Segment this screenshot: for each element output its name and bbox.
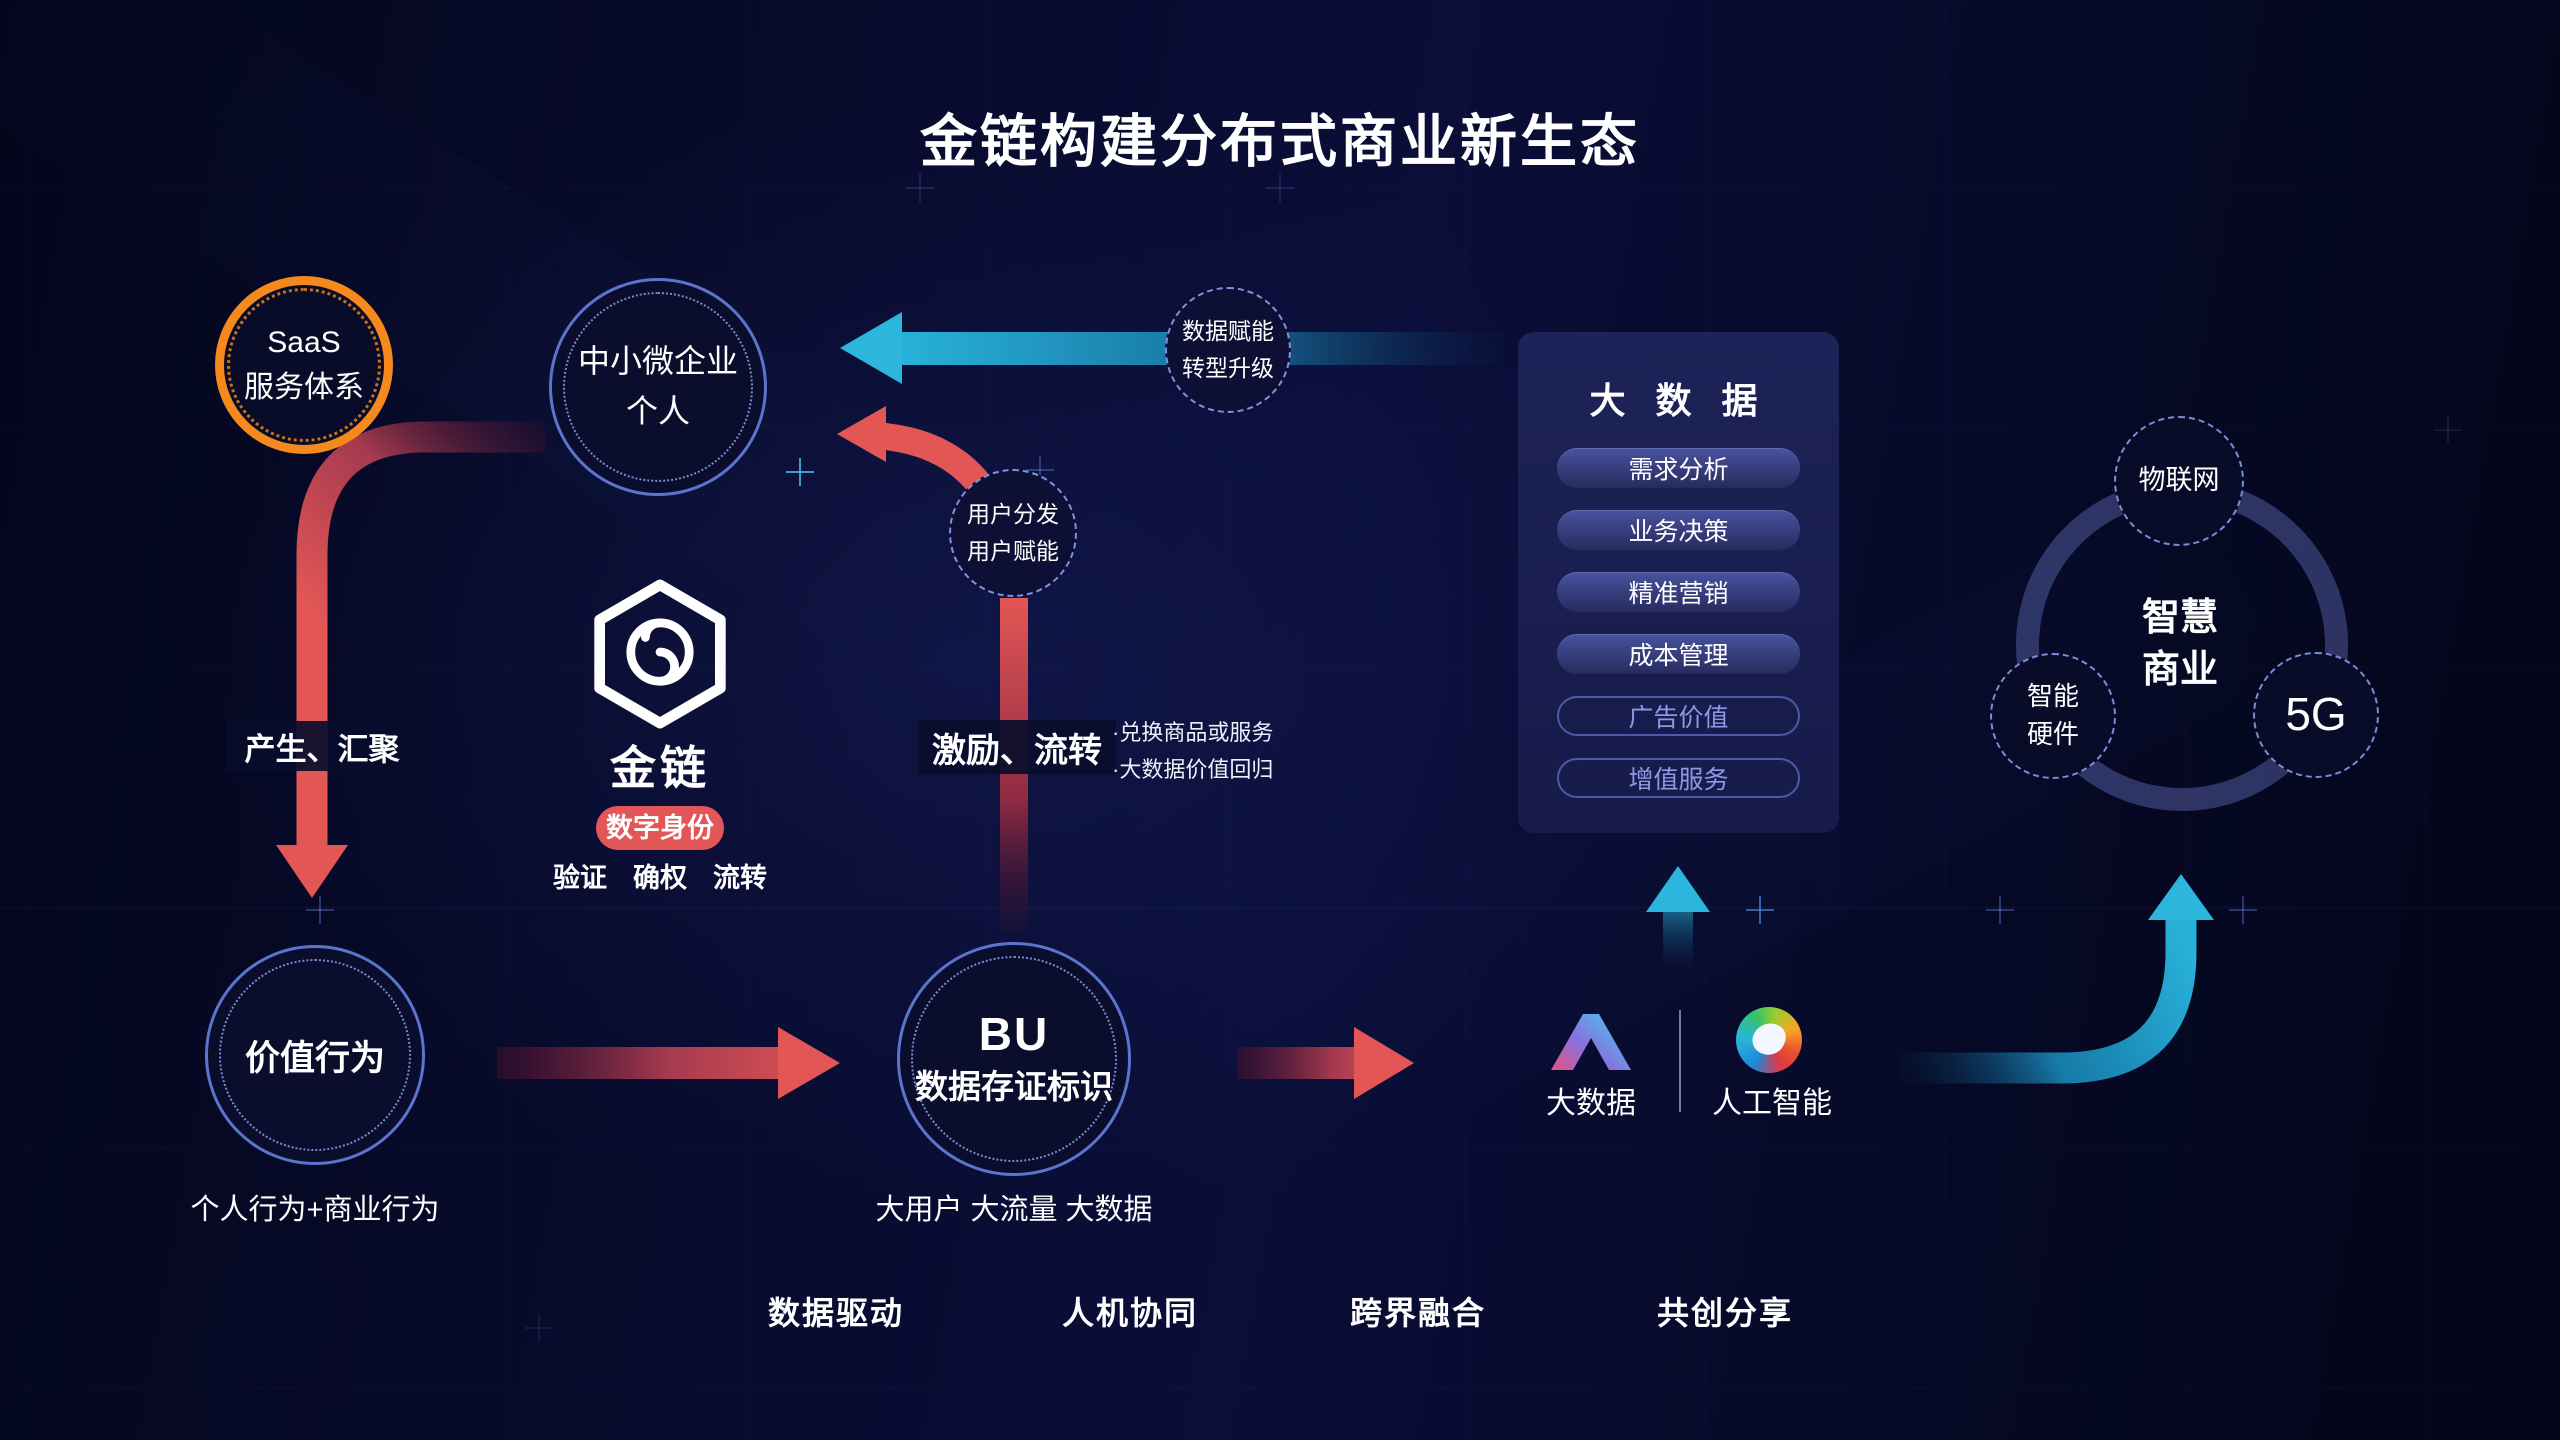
label-incentive: 激励、流转 bbox=[918, 720, 1116, 774]
node-iot: 物联网 bbox=[2114, 416, 2244, 546]
bu-caption: 大用户 大流量 大数据 bbox=[875, 1194, 1153, 1226]
feature-circulate: 流转 bbox=[713, 863, 767, 893]
smart-business-line2: 商业 bbox=[2141, 649, 2218, 692]
ai-icon bbox=[1736, 1007, 1802, 1073]
smart-hardware-line2: 硬件 bbox=[2026, 719, 2079, 749]
footer-human-machine: 人机协同 bbox=[1061, 1295, 1199, 1331]
bigdata-panel-title: 大 数 据 bbox=[1589, 380, 1768, 421]
grid-plus-icon bbox=[306, 896, 334, 924]
badge-data-empower-line1: 数据赋能 bbox=[1182, 318, 1274, 345]
arrow-data-empower-head bbox=[840, 312, 902, 384]
node-saas-line1: SaaS bbox=[267, 326, 341, 359]
smart-hardware-line1: 智能 bbox=[2026, 681, 2079, 712]
grid-plus-icon bbox=[2434, 416, 2462, 444]
arrow-tech-to-smart-head bbox=[2148, 874, 2214, 920]
ai-label: 人工智能 bbox=[1712, 1087, 1832, 1120]
smart-business-label: 智慧 商业 bbox=[2105, 592, 2255, 697]
arrow-bu-to-tech-band bbox=[1237, 1047, 1354, 1079]
page-title: 金链构建分布式商业新生态 bbox=[920, 110, 1640, 174]
incentive-note-2: ·大数据价值回归 bbox=[1112, 757, 1274, 783]
arrow-saas-flow bbox=[296, 421, 545, 845]
panel-item-business-decision: 业务决策 bbox=[1557, 510, 1800, 550]
node-bu-line2: 数据存证标识 bbox=[915, 1067, 1113, 1105]
footer-data-driven: 数据驱动 bbox=[767, 1295, 905, 1331]
badge-user-dispatch: 用户分发 用户赋能 bbox=[949, 469, 1077, 597]
grid-plus-icon bbox=[906, 174, 934, 202]
node-sme-line1: 中小微企业 bbox=[577, 343, 738, 380]
badge-data-empower: 数据赋能 转型升级 bbox=[1165, 287, 1291, 413]
arrow-user-dispatch-head bbox=[837, 406, 886, 462]
brand-features: 验证 确权 流转 bbox=[540, 856, 780, 895]
brand-name: 金链 bbox=[610, 742, 710, 794]
arrow-saas-flow-head bbox=[276, 845, 348, 898]
bigdata-panel-items: 需求分析 业务决策 精准营销 成本管理 广告价值 增值服务 bbox=[1518, 448, 1839, 798]
5g-label: 5G bbox=[2285, 688, 2347, 741]
grid-plus-icon bbox=[1986, 896, 2014, 924]
grid-plus-icon bbox=[1026, 456, 1054, 484]
badge-user-dispatch-line1: 用户分发 bbox=[967, 501, 1059, 528]
badge-user-dispatch-line2: 用户赋能 bbox=[967, 538, 1059, 564]
node-saas: SaaS 服务体系 bbox=[215, 276, 393, 454]
bigdata-icon bbox=[1551, 1014, 1631, 1070]
grid-plus-icon bbox=[1746, 896, 1774, 924]
grid-plus-icon bbox=[1266, 174, 1294, 202]
node-sme: 中小微企业 个人 bbox=[549, 278, 767, 496]
digital-identity-pill: 数字身份 bbox=[596, 806, 724, 850]
node-bu-line1: BU bbox=[978, 1007, 1050, 1060]
grid-plus-icon bbox=[525, 1314, 553, 1342]
bigdata-panel: 大 数 据 需求分析 业务决策 精准营销 成本管理 广告价值 增值服务 bbox=[1518, 323, 1839, 833]
bigdata-label: 大数据 bbox=[1546, 1087, 1636, 1120]
node-5g: 5G bbox=[2253, 652, 2379, 778]
node-value-behavior: 价值行为 bbox=[205, 945, 425, 1165]
arrow-tech-to-smart bbox=[1900, 916, 2197, 1084]
value-behavior-caption: 个人行为+商业行为 bbox=[190, 1194, 440, 1226]
node-bu: BU 数据存证标识 bbox=[897, 942, 1131, 1176]
node-saas-line2: 服务体系 bbox=[244, 371, 364, 404]
tech-divider bbox=[1679, 1010, 1681, 1112]
panel-item-precise-marketing: 精准营销 bbox=[1557, 572, 1800, 612]
node-value-label: 价值行为 bbox=[244, 1038, 385, 1078]
feature-confirm: 确权 bbox=[633, 863, 687, 893]
badge-data-empower-line2: 转型升级 bbox=[1182, 355, 1274, 381]
panel-item-cost-management: 成本管理 bbox=[1557, 634, 1800, 674]
panel-item-demand-analysis: 需求分析 bbox=[1557, 448, 1800, 488]
arrow-bu-to-tech-head bbox=[1354, 1027, 1414, 1099]
arrow-value-to-bu-band bbox=[497, 1047, 778, 1079]
feature-verify: 验证 bbox=[553, 863, 607, 893]
footer-crossover: 跨界融合 bbox=[1349, 1295, 1487, 1331]
node-smart-hardware: 智能 硬件 bbox=[1990, 653, 2116, 779]
label-produce: 产生、汇聚 bbox=[226, 721, 418, 771]
arrow-tech-to-panel-head bbox=[1646, 866, 1710, 912]
panel-item-value-added: 增值服务 bbox=[1557, 758, 1800, 798]
goldchain-logo-icon bbox=[594, 579, 726, 729]
panel-item-ad-value: 广告价值 bbox=[1557, 696, 1800, 736]
incentive-notes: ·兑换商品或服务 ·大数据价值回归 bbox=[1112, 714, 1273, 789]
arrow-value-to-bu-head bbox=[778, 1027, 840, 1099]
iot-label: 物联网 bbox=[2138, 465, 2220, 496]
node-sme-line2: 个人 bbox=[625, 393, 690, 429]
grid-plus-icon bbox=[786, 458, 814, 486]
arrow-tech-to-panel-band bbox=[1663, 908, 1693, 968]
smart-business-line1: 智慧 bbox=[2141, 597, 2218, 639]
grid-plus-icon bbox=[2229, 896, 2257, 924]
footer-co-creation: 共创分享 bbox=[1656, 1295, 1794, 1331]
incentive-note-1: ·兑换商品或服务 bbox=[1112, 720, 1274, 745]
